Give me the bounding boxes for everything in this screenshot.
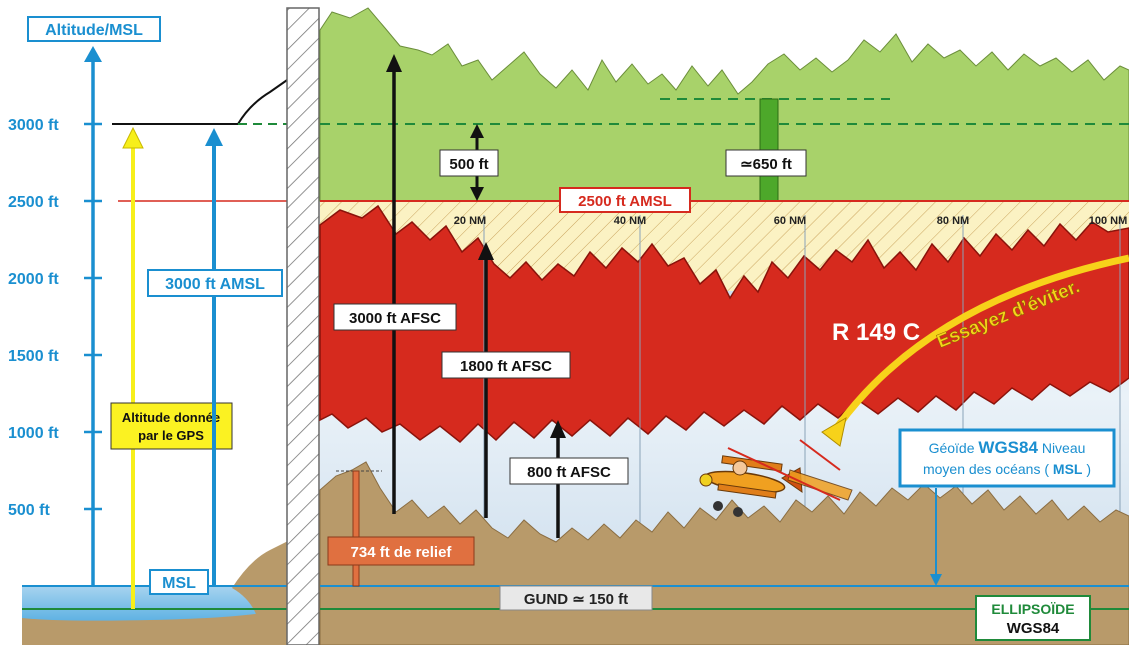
1800-afsc-label: 1800 ft AFSC [460,358,552,375]
gps-arrowhead [122,126,144,149]
3000-afsc-label-box [333,303,457,331]
distance-marker-20: 20 NM [454,215,486,227]
left-panel: Altitude/MSL 3000 ft 2500 ft 2000 ft 150… [8,16,291,645]
tick-label-3000: 3000 ft [8,117,59,134]
tick-label-1500: 1500 ft [8,348,59,365]
green-band [319,7,1129,202]
relief-label: 734 ft de relief [351,544,453,561]
geoid-label-box [898,428,1116,488]
distance-marker-80: 80 NM [937,215,969,227]
left-hill [232,540,290,645]
2500-amsl-label-box [559,187,691,213]
distance-marker-100: 100 NM [1089,215,1128,227]
msl-label-box [149,569,209,595]
tick-label-2000: 2000 ft [8,271,59,288]
gund-label: GUND ≃ 150 ft [524,591,628,608]
msl-label: MSL [162,575,196,592]
warning-arrow-curve [835,254,1129,429]
restricted-zone [319,204,1129,444]
ellipsoid-label-line2: WGS84 [1007,620,1060,637]
500ft-label: 500 ft [449,156,488,173]
gps-label-line1: Altitude donnée [122,410,220,425]
main-panel: 20 NM 40 NM 60 NM 80 NM 100 NM 500 ft ≃6… [319,7,1129,645]
amsl-label-box [147,269,283,297]
tick-label-500: 500 ft [8,502,50,519]
axis-ticks [84,122,102,511]
distance-marker-40: 40 NM [614,215,646,227]
left-3000-line [112,77,291,125]
tick-label-1000: 1000 ft [8,425,59,442]
2500-amsl-label: 2500 ft AMSL [578,193,672,210]
3000-afsc-arrowhead [386,54,402,72]
gps-label-line2: par le GPS [138,428,204,443]
axis-title: Altitude/MSL [45,22,143,39]
axis-title-box [27,16,161,42]
500ft-arrowhead-up [470,124,484,138]
tick-label-2500: 2500 ft [8,194,59,211]
gund-label-box [499,585,653,611]
warning-arrowhead [821,416,847,447]
section-break [286,7,320,645]
650ft-label-box [725,149,807,177]
800-afsc-label: 800 ft AFSC [527,464,611,481]
500ft-arrowhead-down [470,187,484,201]
gps-label-box [110,402,233,450]
ellipsoid-label-box [975,595,1091,641]
distance-marker-60: 60 NM [774,215,806,227]
zone-name: R 149 C [832,319,920,346]
geoid-label-line1: Géoïde WGS84 Niveau [929,438,1086,457]
left-sea [22,586,270,621]
amsl-label: 3000 ft AMSL [165,276,265,293]
800-afsc-arrowhead [550,420,566,438]
geoid-label-line2: moyen des océans ( MSL ) [923,461,1091,477]
800-afsc-label-box [509,457,629,485]
geoid-pointer-arrowhead [930,574,942,586]
amsl-arrowhead [205,128,223,146]
3000-afsc-label: 3000 ft AFSC [349,310,441,327]
1800-afsc-arrowhead [478,242,494,260]
relief-label-box [327,536,475,566]
1800-afsc-label-box [441,351,571,379]
ellipsoid-label-line1: ELLIPSOÏDE [991,601,1074,617]
relief-bar [352,470,360,587]
altitude-axis-arrowhead [84,46,102,62]
650ft-label: ≃650 ft [740,156,792,173]
biplane-illustration [699,439,853,517]
500ft-label-box [439,149,499,177]
